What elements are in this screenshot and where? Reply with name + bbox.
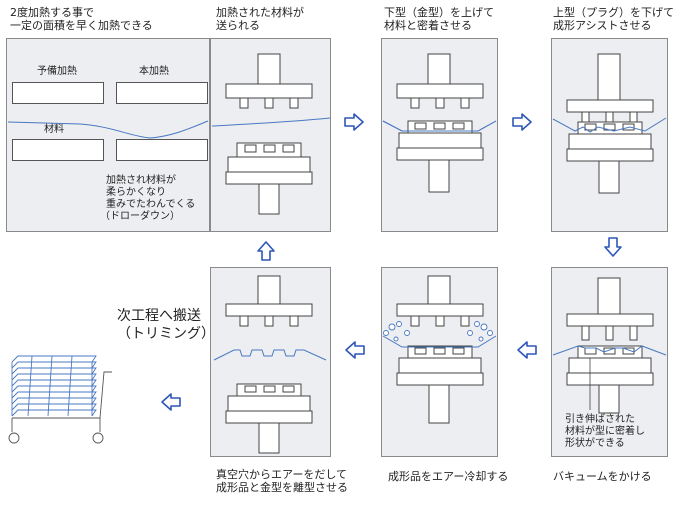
next-process-title-line2: （トリミング）	[117, 326, 215, 342]
step7-caption-line1: 真空穴からエアーをだして	[216, 468, 348, 481]
step1-panel	[6, 38, 210, 232]
vacuum-note-line1: 引き伸ばされた	[565, 414, 635, 425]
step2-caption-line2: 送られる	[216, 19, 260, 32]
arrow-step2-to-step3	[344, 113, 364, 131]
arrow-step5-to-step6	[517, 341, 537, 359]
arrow-step6-to-step7	[345, 341, 365, 359]
arrow-step7-to-step2	[257, 241, 275, 261]
step3-caption-line2: 材料と密着させる	[384, 19, 472, 32]
step5-caption: バキュームをかける	[553, 470, 652, 483]
drawdown-note-line4: （ドローダウン）	[100, 211, 180, 222]
next-process-title-line1: 次工程へ搬送	[117, 308, 201, 324]
step7-caption-line2: 成形品と金型を離型させる	[216, 481, 348, 494]
step3-mold	[382, 53, 497, 193]
step1-sheet	[7, 120, 209, 139]
step1-caption-line1: 2度加熱する事で	[10, 6, 94, 19]
step5-mold	[566, 277, 654, 414]
drawdown-note-line1: 加熱され材料が	[106, 175, 176, 186]
step4-mold	[566, 53, 654, 194]
air-puffs	[383, 321, 493, 342]
material-label: 材料	[44, 124, 64, 135]
mainheat-heater-lower	[116, 139, 208, 161]
step2-mold	[211, 53, 331, 215]
mainheat-heater-upper	[116, 82, 208, 104]
step6-mold	[396, 275, 484, 424]
step4-caption-line2: 成形アシストさせる	[553, 19, 652, 32]
cart-with-products	[8, 355, 112, 444]
step1-caption-line2: 一定の面積を早く加熱できる	[10, 19, 153, 32]
mainheat-label: 本加熱	[139, 66, 169, 77]
arrow-step3-to-step4	[512, 113, 532, 131]
drawdown-note-line3: 重みでたわんでくる	[106, 199, 196, 210]
vacuum-note-line3: 形状ができる	[565, 438, 625, 449]
drawdown-note-line2: 柔らかくなり	[106, 187, 166, 198]
step7-mold	[225, 275, 313, 454]
preheat-heater-upper	[12, 82, 104, 104]
step2-caption-line1: 加熱された材料が	[216, 6, 304, 19]
step6-caption: 成形品をエアー冷却する	[388, 470, 509, 483]
step3-caption-line1: 下型（金型）を上げて	[384, 6, 494, 19]
preheat-label: 予備加熱	[37, 66, 77, 77]
arrow-to-next-process	[161, 393, 181, 411]
preheat-heater-lower	[12, 139, 104, 161]
step4-caption-line1: 上型（プラグ）を下げて	[553, 6, 674, 19]
vacuum-note-line2: 材料が型に密着し	[565, 426, 645, 437]
arrow-step4-to-step5	[604, 237, 622, 257]
